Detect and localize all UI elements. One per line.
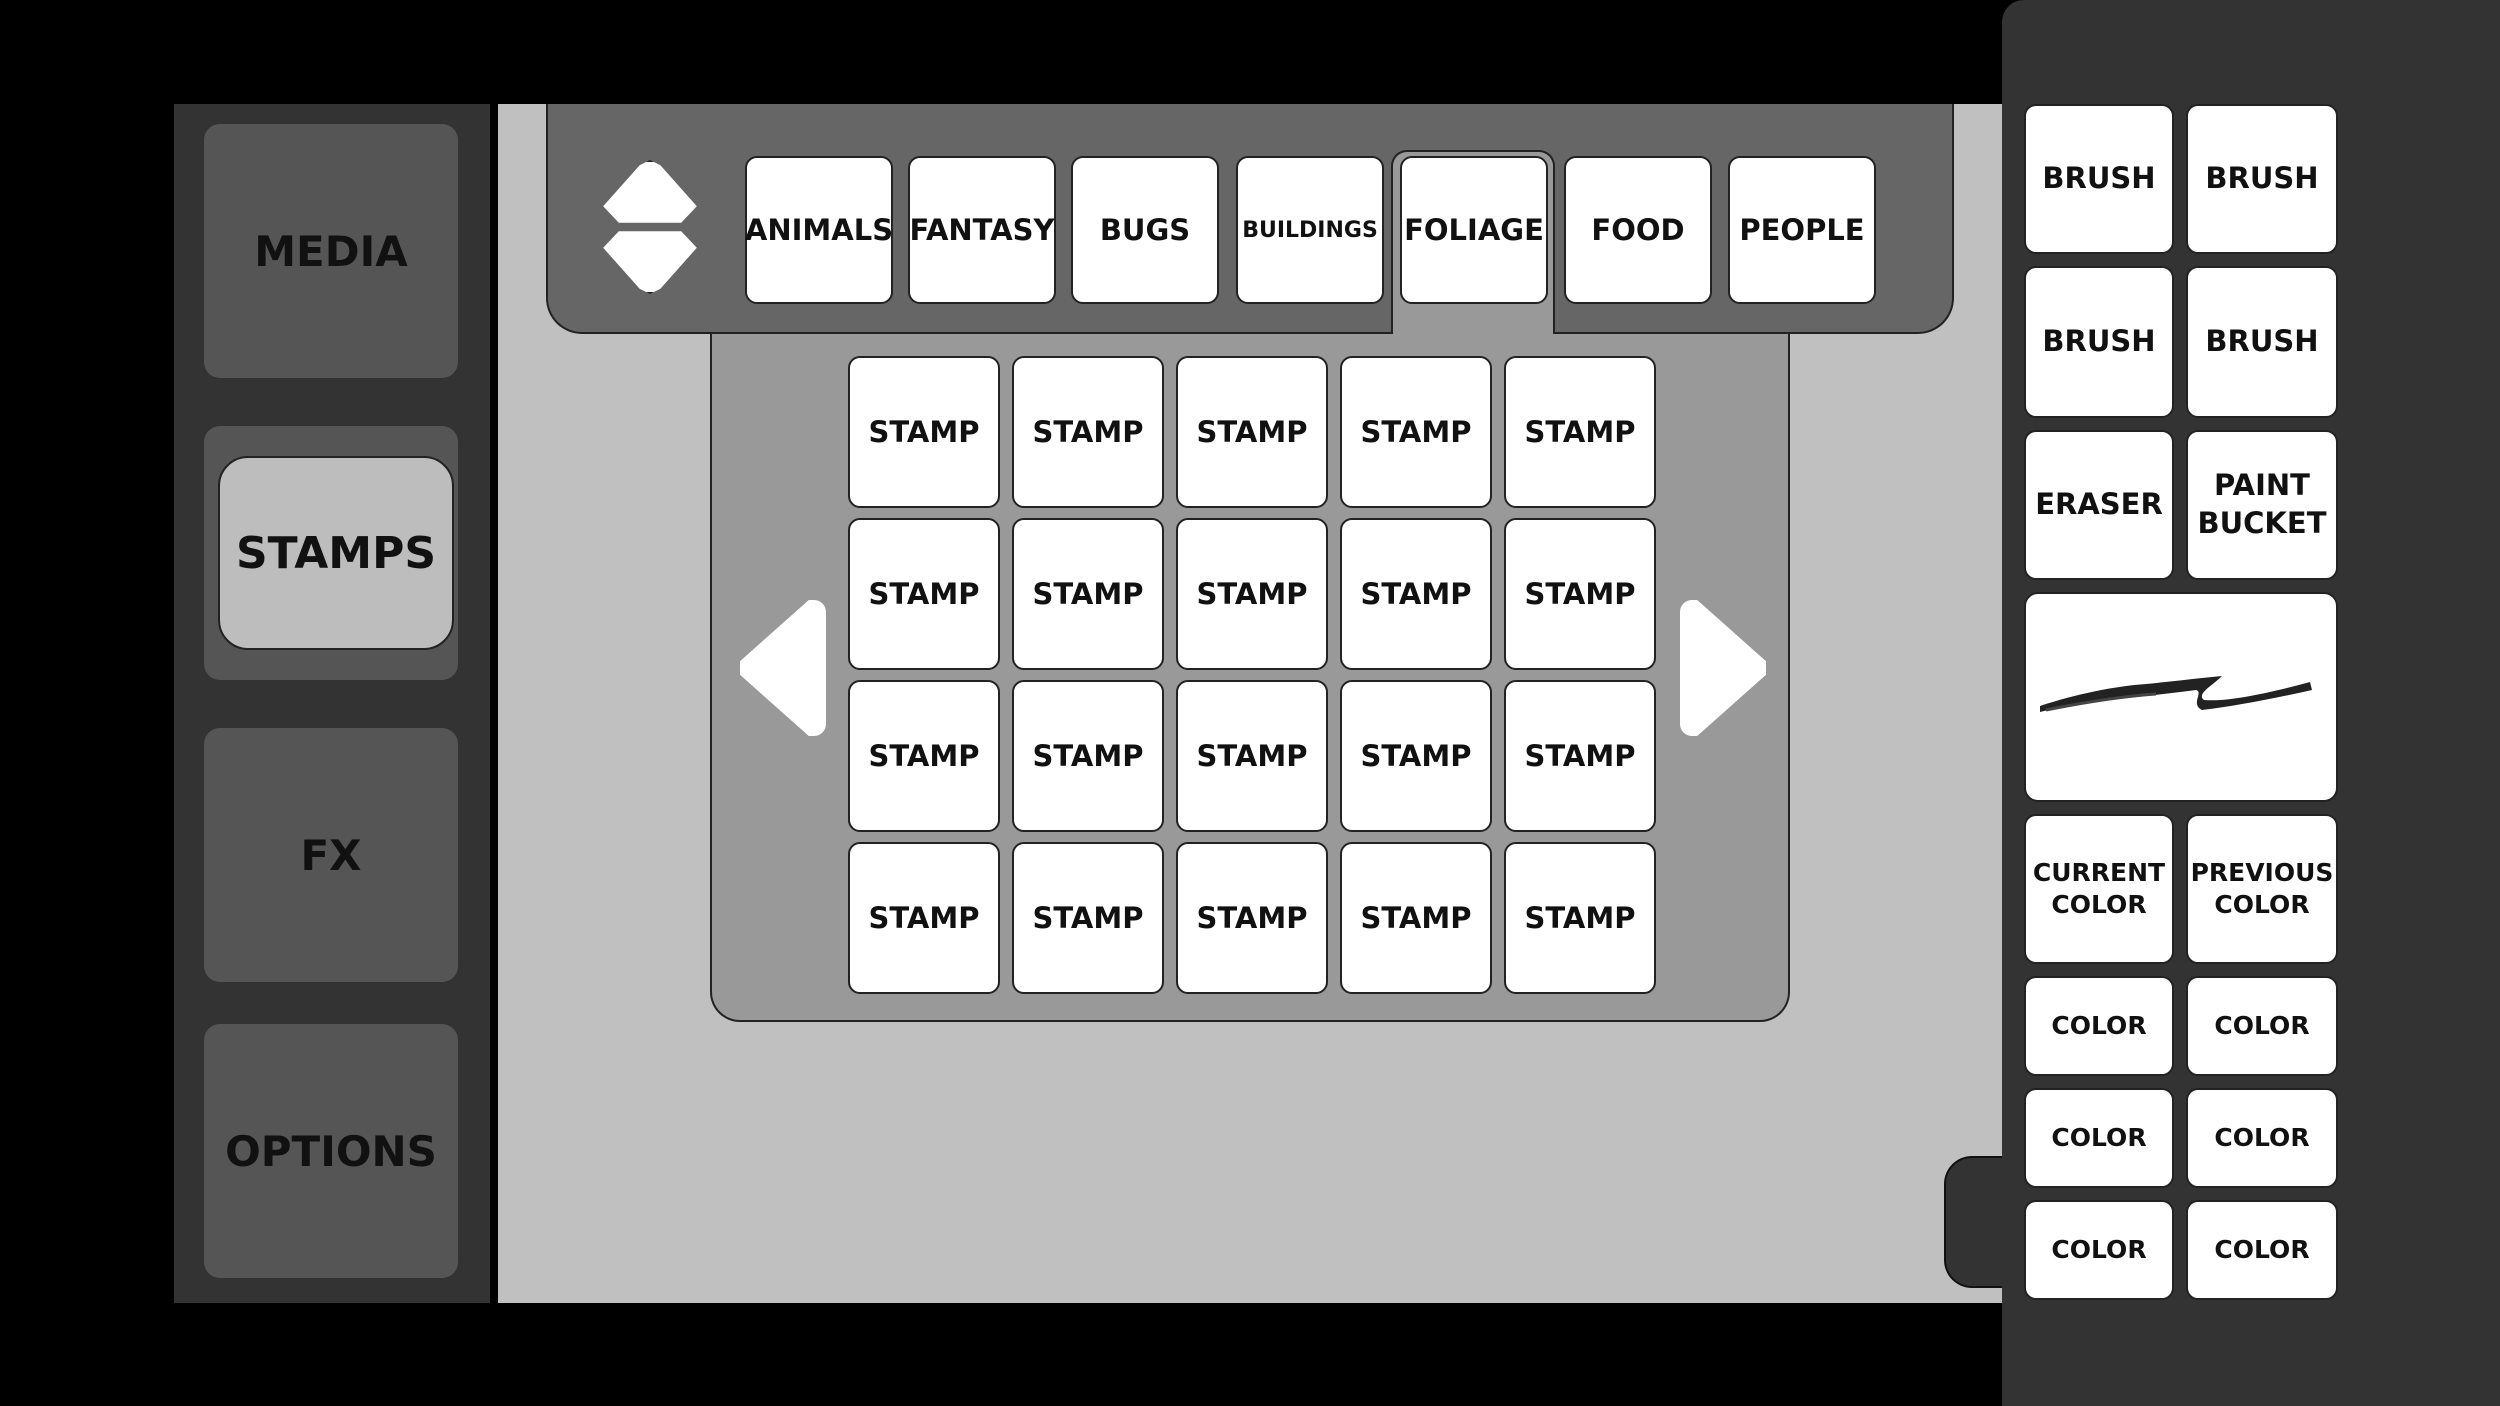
fx-label: FX bbox=[300, 830, 362, 880]
paint-bucket-label-line1: PAINT bbox=[2214, 468, 2310, 503]
brush-stroke-icon bbox=[2040, 676, 2312, 712]
brush-stroke-preview bbox=[2024, 592, 2338, 802]
category-tab-people[interactable]: PEOPLE bbox=[1728, 156, 1876, 304]
brush-button-4[interactable]: BRUSH bbox=[2186, 266, 2338, 418]
category-tab-food[interactable]: FOOD bbox=[1564, 156, 1712, 304]
stamp-button[interactable]: STAMP bbox=[1340, 680, 1492, 832]
stamp-button[interactable]: STAMP bbox=[1176, 680, 1328, 832]
chevron-down-icon[interactable] bbox=[603, 231, 697, 294]
previous-color-button[interactable]: PREVIOUS COLOR bbox=[2186, 814, 2338, 964]
brush-label: BRUSH bbox=[2205, 324, 2319, 359]
stamp-button[interactable]: STAMP bbox=[1176, 842, 1328, 994]
brush-label: BRUSH bbox=[2042, 324, 2156, 359]
color-label: COLOR bbox=[2214, 1234, 2310, 1264]
brush-label: BRUSH bbox=[2205, 161, 2319, 196]
eraser-button[interactable]: ERASER bbox=[2024, 430, 2174, 580]
category-tab-foliage[interactable]: FOLIAGE bbox=[1400, 156, 1548, 304]
stamp-button[interactable]: STAMP bbox=[1504, 842, 1656, 994]
stamps-label: STAMPS bbox=[218, 456, 454, 650]
color-swatch[interactable]: COLOR bbox=[2024, 1088, 2174, 1188]
brush-button-1[interactable]: BRUSH bbox=[2024, 104, 2174, 254]
stamp-button[interactable]: STAMP bbox=[1012, 680, 1164, 832]
options-button[interactable]: OPTIONS bbox=[204, 1024, 458, 1278]
color-label: COLOR bbox=[2214, 1010, 2310, 1040]
stamp-button[interactable]: STAMP bbox=[848, 842, 1000, 994]
category-tab-animals[interactable]: ANIMALS bbox=[745, 156, 893, 304]
current-color-label-line2: COLOR bbox=[2051, 890, 2147, 919]
color-label: COLOR bbox=[2214, 1122, 2310, 1152]
brush-button-3[interactable]: BRUSH bbox=[2024, 266, 2174, 418]
chevron-left-icon[interactable] bbox=[740, 600, 826, 736]
brush-button-2[interactable]: BRUSH bbox=[2186, 104, 2338, 254]
stamp-button[interactable]: STAMP bbox=[1012, 842, 1164, 994]
panel-handle[interactable] bbox=[1944, 1156, 2008, 1288]
color-label: COLOR bbox=[2051, 1122, 2147, 1152]
eraser-label: ERASER bbox=[2035, 487, 2163, 522]
chevron-up-icon[interactable] bbox=[603, 160, 697, 223]
current-color-label-line1: CURRENT bbox=[2032, 857, 2166, 887]
stamp-button[interactable]: STAMP bbox=[848, 680, 1000, 832]
color-swatch[interactable]: COLOR bbox=[2186, 1088, 2338, 1188]
stamp-button[interactable]: STAMP bbox=[1504, 356, 1656, 508]
current-color-button[interactable]: CURRENT COLOR bbox=[2024, 814, 2174, 964]
color-label: COLOR bbox=[2051, 1010, 2147, 1040]
stamp-button[interactable]: STAMP bbox=[1340, 356, 1492, 508]
stamps-button[interactable]: STAMPS bbox=[204, 426, 458, 680]
paint-bucket-label-line2: BUCKET bbox=[2197, 506, 2327, 540]
stamp-button[interactable]: STAMP bbox=[1504, 680, 1656, 832]
previous-color-label-line2: COLOR bbox=[2214, 890, 2310, 919]
tool-panel: BRUSH BRUSH BRUSH BRUSH ERASER PAINT BUC… bbox=[2002, 0, 2500, 1406]
stamp-button[interactable]: STAMP bbox=[848, 356, 1000, 508]
stamp-button[interactable]: STAMP bbox=[1176, 518, 1328, 670]
color-swatch[interactable]: COLOR bbox=[2024, 1200, 2174, 1300]
media-label: MEDIA bbox=[254, 226, 408, 276]
category-tab-fantasy[interactable]: FANTASY bbox=[908, 156, 1056, 304]
options-label: OPTIONS bbox=[225, 1126, 437, 1176]
media-button[interactable]: MEDIA bbox=[204, 124, 458, 378]
category-tab-buildings[interactable]: BUILDINGS bbox=[1236, 156, 1384, 304]
category-tab-bugs[interactable]: BUGS bbox=[1071, 156, 1219, 304]
color-label: COLOR bbox=[2051, 1234, 2147, 1264]
left-navigation-panel: MEDIA STAMPS FX OPTIONS bbox=[174, 104, 490, 1303]
stamp-button[interactable]: STAMP bbox=[1012, 518, 1164, 670]
stamp-button[interactable]: STAMP bbox=[1176, 356, 1328, 508]
paint-bucket-button[interactable]: PAINT BUCKET bbox=[2186, 430, 2338, 580]
brush-label: BRUSH bbox=[2042, 161, 2156, 196]
stamp-button[interactable]: STAMP bbox=[848, 518, 1000, 670]
previous-color-label-line1: PREVIOUS bbox=[2190, 857, 2334, 887]
stamp-button[interactable]: STAMP bbox=[1340, 842, 1492, 994]
fx-button[interactable]: FX bbox=[204, 728, 458, 982]
color-swatch[interactable]: COLOR bbox=[2186, 1200, 2338, 1300]
stamp-button[interactable]: STAMP bbox=[1012, 356, 1164, 508]
color-swatch[interactable]: COLOR bbox=[2024, 976, 2174, 1076]
chevron-right-icon[interactable] bbox=[1680, 600, 1766, 736]
stamp-button[interactable]: STAMP bbox=[1504, 518, 1656, 670]
color-swatch[interactable]: COLOR bbox=[2186, 976, 2338, 1076]
stamp-button[interactable]: STAMP bbox=[1340, 518, 1492, 670]
